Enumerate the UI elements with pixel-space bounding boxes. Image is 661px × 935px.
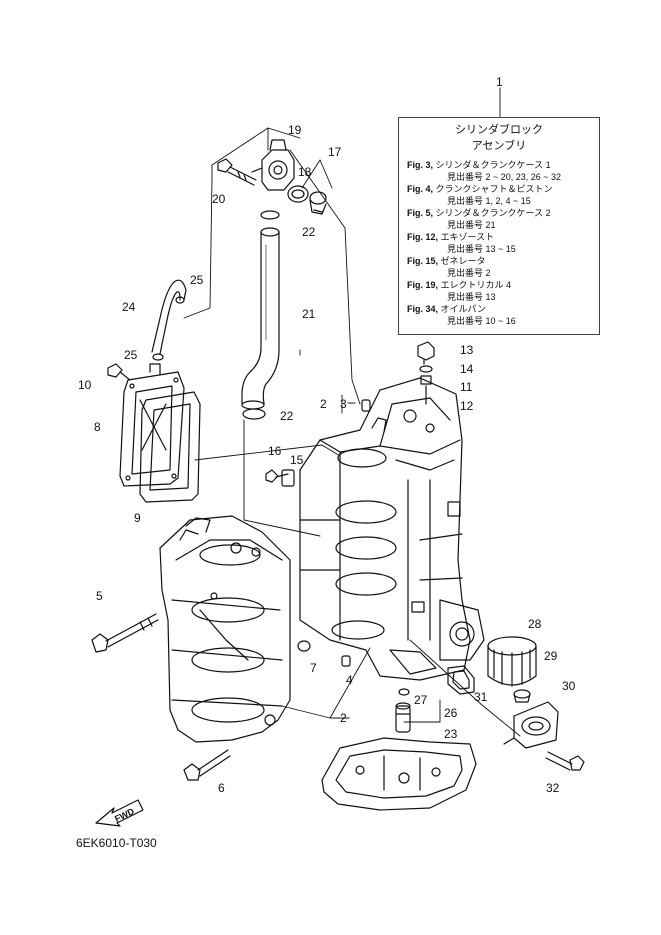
- pin-26-part: [395, 702, 411, 733]
- anode-15-part: [281, 469, 295, 487]
- callout-12: 12: [460, 399, 474, 413]
- bolt-10-part: [107, 363, 131, 381]
- callout-29: 29: [544, 649, 558, 663]
- callout-numbers: 1 19 17 18 20 22 25 24 21 25 10 13 14 11…: [78, 75, 576, 795]
- thermostat-part: [287, 185, 309, 203]
- crankcase-left-part: [159, 515, 291, 743]
- fwd-arrow-icon: [95, 799, 144, 827]
- callout-8: 8: [94, 420, 101, 434]
- callout-31: 31: [474, 690, 488, 704]
- base-gasket-part: [321, 737, 477, 811]
- callout-3: 3: [340, 397, 347, 411]
- callout-11: 11: [460, 380, 473, 394]
- callout-6: 6: [218, 781, 225, 795]
- bolt-16-part: [265, 469, 289, 483]
- filter-bracket-30-part: [503, 701, 559, 749]
- hose-24-part: [151, 279, 187, 355]
- callout-28: 28: [528, 617, 542, 631]
- callout-19: 19: [288, 123, 302, 137]
- cover-plate-part: [119, 363, 185, 487]
- callout-22-upper: 22: [302, 225, 316, 239]
- dowel-4-part: [341, 655, 351, 667]
- callout-2-lower: 2: [340, 711, 347, 725]
- plug-13-part: [417, 341, 435, 365]
- oil-filter-part: [487, 636, 537, 687]
- callout-23: 23: [444, 727, 458, 741]
- assembly-title-line1: シリンダブロック: [455, 124, 543, 136]
- callout-20: 20: [212, 192, 226, 206]
- callout-2-upper: 2: [320, 397, 327, 411]
- figure-reference-item: Fig. 12, エキゾースト見出番号 13 ~ 15: [407, 232, 516, 254]
- gasket-31-part: [447, 665, 475, 695]
- spring-11-part: [420, 375, 432, 385]
- callout-16: 16: [268, 444, 282, 458]
- callout-24: 24: [122, 300, 136, 314]
- callout-26: 26: [444, 706, 458, 720]
- callout-30: 30: [562, 679, 576, 693]
- o-ring-7-part: [297, 640, 311, 652]
- o-ring-22-lower-part: [242, 408, 266, 420]
- callout-22-lower: 22: [280, 409, 294, 423]
- water-pipe-part: [241, 227, 280, 410]
- figure-reference-item: Fig. 15, ゼネレータ見出番号 2: [407, 256, 491, 278]
- thermostat-element-part: [309, 191, 327, 215]
- leader-lines: [183, 87, 521, 737]
- union-bolt-29-part: [513, 689, 531, 703]
- callout-10: 10: [78, 378, 92, 392]
- bolt-5-part: [91, 613, 159, 653]
- bolt-32-part: [545, 751, 585, 771]
- assembly-title-line2: アセンブリ: [471, 140, 527, 152]
- callout-9: 9: [134, 511, 141, 525]
- callout-1: 1: [496, 75, 503, 89]
- bolt-20-part: [217, 158, 257, 186]
- callout-21: 21: [302, 307, 316, 321]
- callout-14: 14: [460, 362, 474, 376]
- cylinder-block-part: [299, 377, 485, 681]
- bolt-6-part: [183, 749, 231, 781]
- o-ring-22-upper-part: [260, 210, 280, 220]
- callout-25-lower: 25: [124, 348, 138, 362]
- dowel-3-part: [361, 399, 371, 412]
- callout-32: 32: [546, 781, 560, 795]
- callout-13: 13: [460, 343, 474, 357]
- callout-7: 7: [310, 661, 317, 675]
- washer-27-part: [398, 688, 410, 696]
- figure-reference-item: Fig. 34, オイルパン見出番号 10 ~ 16: [407, 304, 516, 326]
- figure-reference-item: Fig. 4, クランクシャフト＆ピストン見出番号 1, 2, 4 ~ 15: [407, 184, 553, 206]
- fwd-label: FWD: [113, 806, 136, 824]
- washer-14-part: [419, 365, 433, 373]
- thermostat-cover-part: [251, 139, 295, 191]
- callout-17: 17: [328, 145, 342, 159]
- clamp-25-lower-part: [152, 353, 164, 361]
- callout-25-upper: 25: [190, 273, 204, 287]
- gasket-9-part: [139, 391, 201, 503]
- callout-4: 4: [346, 673, 353, 687]
- callout-18: 18: [298, 165, 312, 179]
- callout-15: 15: [290, 453, 304, 467]
- clamp-25-upper-part: [175, 296, 185, 304]
- callout-5: 5: [96, 589, 103, 603]
- diagram-code: 6EK6010-T030: [76, 836, 157, 850]
- callout-27: 27: [414, 693, 428, 707]
